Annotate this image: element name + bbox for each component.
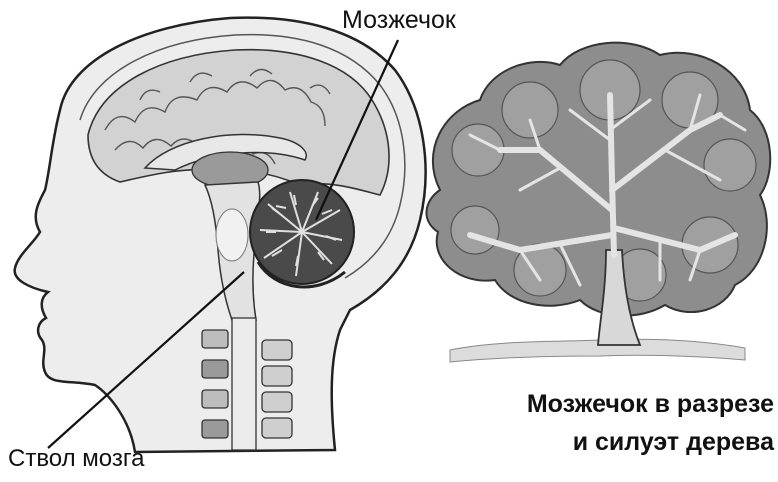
- caption-line-2: и силуэт дерева: [527, 423, 774, 461]
- cerebellum-label: Мозжечок: [342, 6, 456, 35]
- caption: Мозжечок в разрезе и силуэт дерева: [527, 385, 774, 461]
- head-illustration: [15, 18, 426, 452]
- brainstem-label: Ствол мозга: [8, 445, 144, 473]
- caption-line-1: Мозжечок в разрезе: [527, 385, 774, 423]
- tree-illustration: [426, 43, 770, 362]
